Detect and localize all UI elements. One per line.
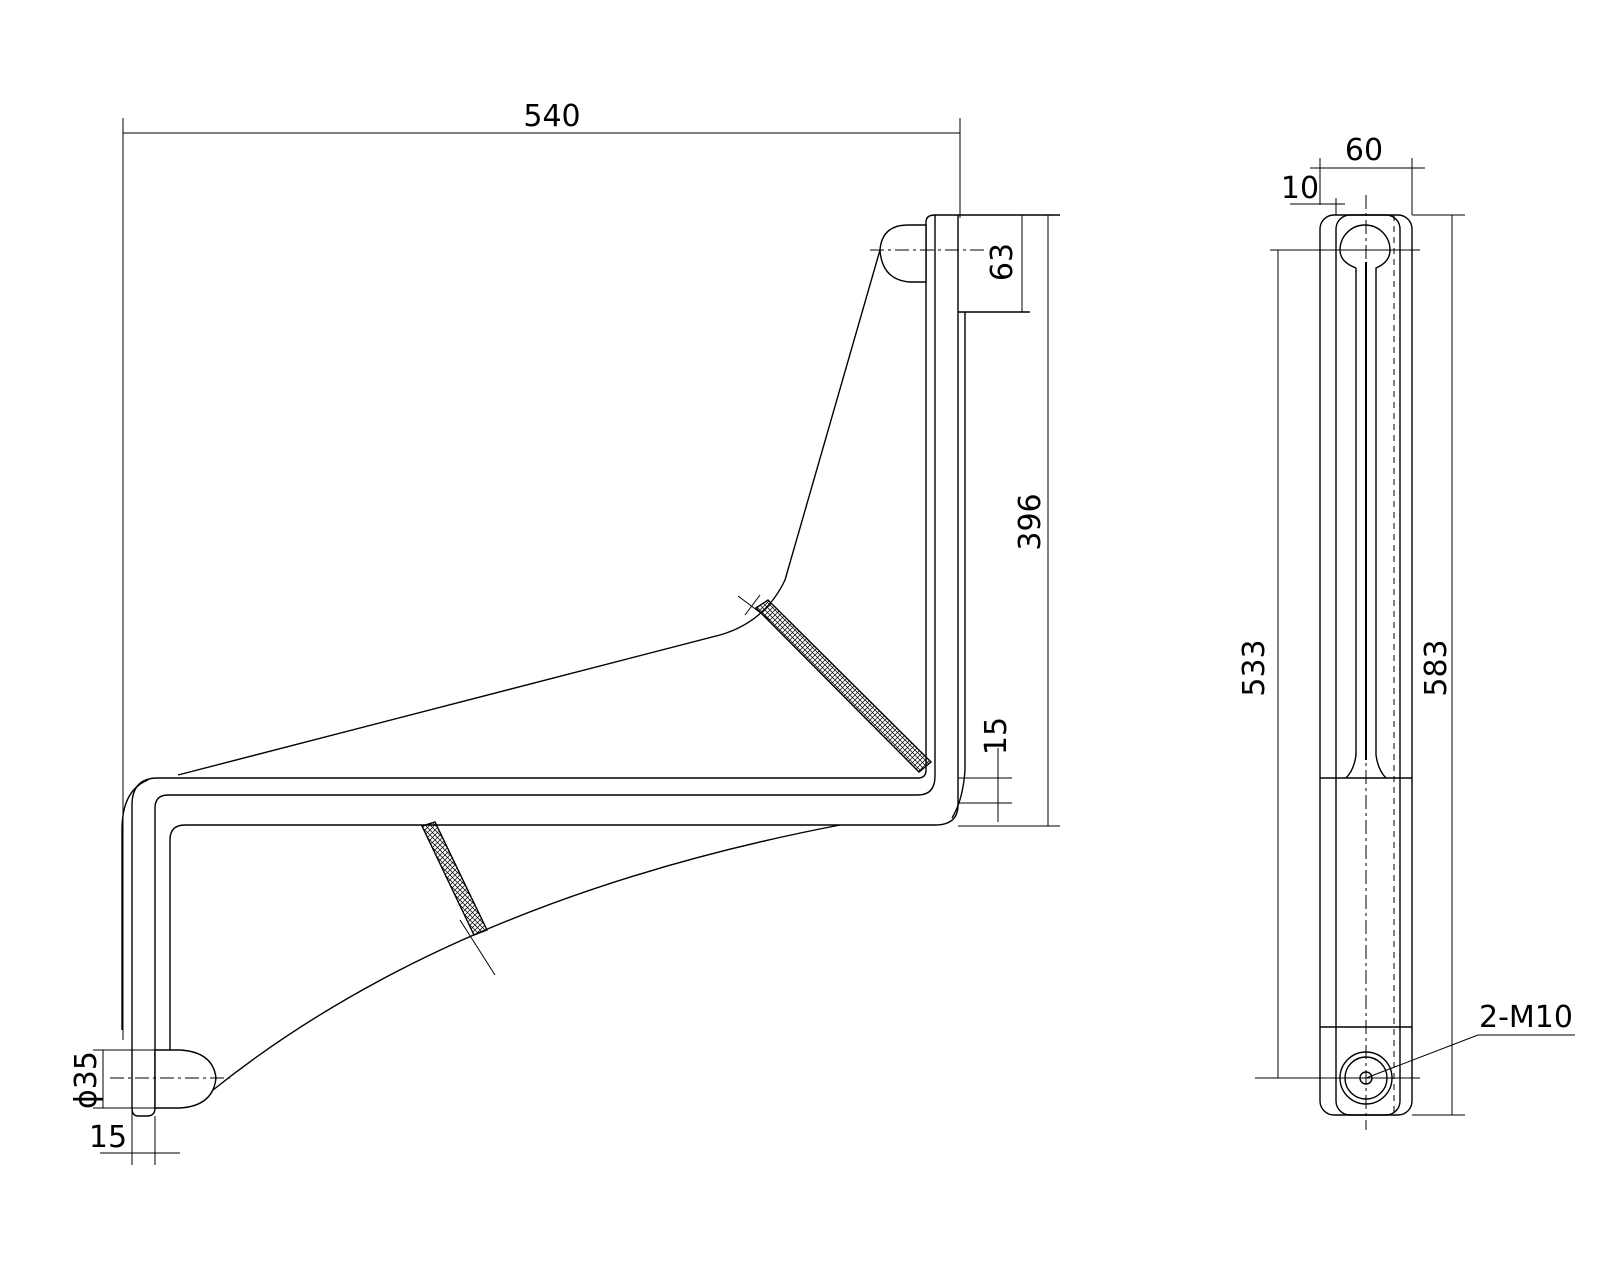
callout-2-m10-label: 2-M10 [1479, 1000, 1573, 1035]
dim-10-label: 10 [1281, 171, 1319, 206]
bracket-tube [121, 214, 1060, 1117]
keyhole-slot [1339, 224, 1391, 779]
dim-583-label: 583 [1419, 639, 1454, 696]
bottom-mount-pad [110, 1049, 230, 1109]
dim-height: 396 [958, 215, 1060, 827]
top-mount-pad [870, 224, 985, 283]
dim-wall-offset: 15 [89, 1108, 180, 1165]
dim-side-width: 60 [1310, 133, 1425, 215]
dim-63-label: 63 [985, 243, 1020, 281]
strut-upper [754, 599, 933, 773]
dim-540-label: 540 [523, 99, 580, 134]
dim-hole-spacing: 533 [1237, 250, 1279, 1078]
dim-533-label: 533 [1237, 639, 1272, 696]
side-plate-inner [1335, 214, 1401, 1116]
backrest-frame [177, 249, 881, 776]
dim-tube-thickness: 15 [958, 717, 1014, 822]
dim-60-label: 60 [1345, 133, 1383, 168]
strut-lower [421, 821, 488, 936]
callout-holes: 2-M10 [1365, 1000, 1575, 1079]
side-view: 60 10 533 583 2-M10 [1237, 133, 1575, 1130]
dim-top-pad: 63 [985, 215, 1023, 312]
brace-frame [212, 824, 841, 1091]
dim-total-length: 583 [1412, 214, 1465, 1116]
dim-overall-width: 540 [122, 99, 961, 1040]
dim-edge: 10 [1281, 171, 1345, 215]
dim-15-label-right: 15 [979, 717, 1014, 755]
dim-15-label-bottom: 15 [89, 1120, 127, 1155]
dim-tube-diameter: ϕ35 [69, 1049, 155, 1109]
front-view: 540 [69, 99, 1060, 1165]
dim-396-label: 396 [1013, 493, 1048, 550]
dim-diameter-label: ϕ35 [69, 1051, 104, 1109]
